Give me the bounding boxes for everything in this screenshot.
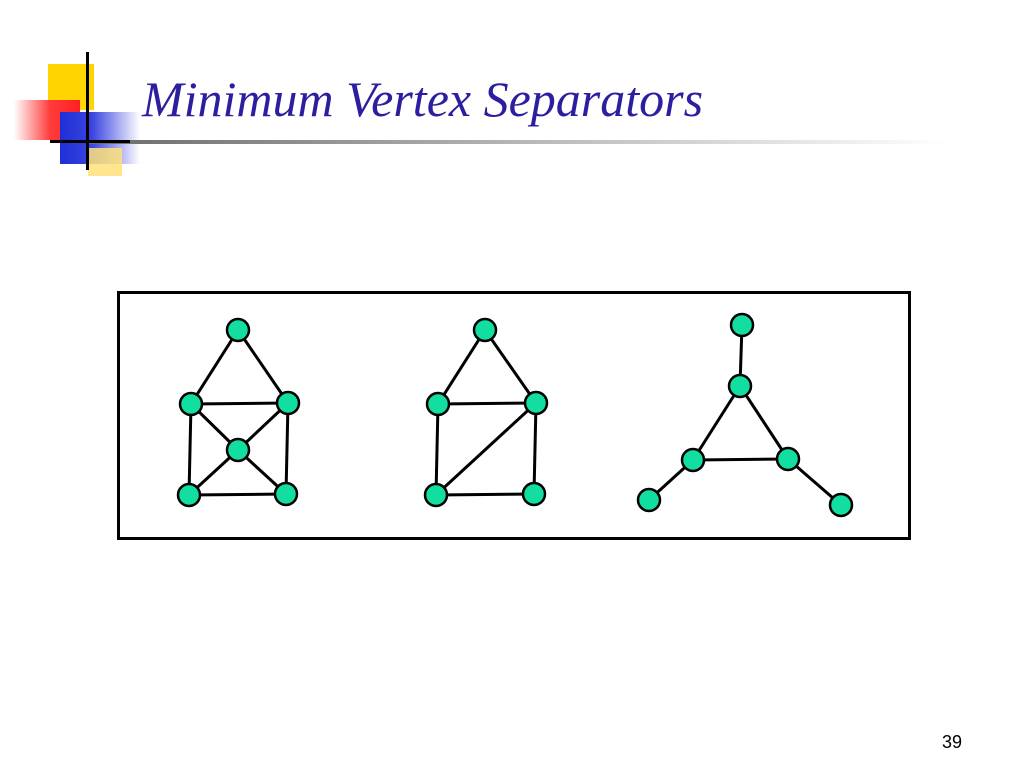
edge-top-left bbox=[691, 385, 742, 461]
edge-mid-left-mid-right bbox=[190, 401, 289, 406]
edge-mid-left-bottom-left bbox=[187, 403, 193, 496]
vertex-pendant-top bbox=[729, 312, 755, 338]
vertex-left bbox=[680, 447, 706, 473]
vertex-mid-left bbox=[425, 391, 451, 417]
edge-top-right bbox=[738, 385, 790, 460]
edge-top-mid-right bbox=[236, 329, 290, 404]
vertex-bottom-left bbox=[423, 482, 449, 508]
vertex-center bbox=[225, 437, 251, 463]
vertex-pendant-left bbox=[636, 487, 662, 513]
edge-bottom-left-bottom-right bbox=[435, 492, 535, 497]
vertex-bottom-right bbox=[273, 481, 299, 507]
vertex-top bbox=[225, 317, 251, 343]
decor-horizontal-line bbox=[50, 140, 130, 143]
vertex-right bbox=[775, 446, 801, 472]
vertex-bottom-right bbox=[521, 481, 547, 507]
title-underline-rule bbox=[88, 140, 948, 144]
slide-title: Minimum Vertex Separators bbox=[142, 71, 704, 127]
edge-mid-left-mid-right bbox=[437, 401, 537, 406]
vertex-top bbox=[727, 373, 753, 399]
vertex-pendant-right bbox=[828, 492, 854, 518]
edge-left-right bbox=[692, 457, 789, 462]
graph-house-with-cross bbox=[176, 317, 301, 508]
edge-bottom-left-bottom-right bbox=[188, 492, 287, 497]
page-number: 39 bbox=[941, 732, 962, 752]
vertex-top bbox=[472, 317, 498, 343]
graph-triangle-with-pendants bbox=[636, 312, 854, 518]
vertex-mid-right bbox=[523, 390, 549, 416]
edge-mid-right-bottom-right bbox=[532, 402, 538, 495]
edge-top-mid-left bbox=[189, 329, 240, 405]
edge-mid-right-bottom-left bbox=[434, 401, 538, 497]
vertex-bottom-left bbox=[176, 482, 202, 508]
edge-mid-left-bottom-left bbox=[434, 403, 440, 496]
edge-top-mid-left bbox=[436, 329, 487, 405]
graph-house-with-diagonal bbox=[423, 317, 549, 508]
vertex-mid-right bbox=[275, 390, 301, 416]
decor-vertical-line bbox=[86, 52, 89, 170]
vertex-mid-left bbox=[178, 391, 204, 417]
decor-yellow-accent bbox=[88, 148, 122, 176]
edge-mid-right-bottom-right bbox=[284, 402, 290, 495]
edge-top-mid-right bbox=[483, 329, 538, 404]
